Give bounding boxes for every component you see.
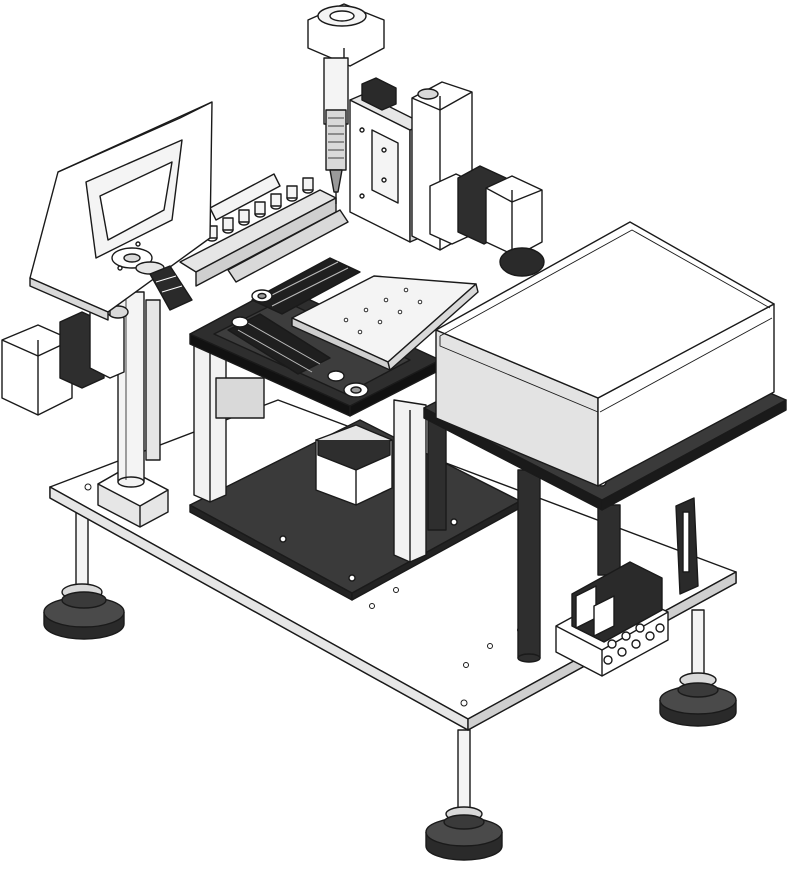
z-axis-stepper-motor bbox=[429, 165, 545, 277]
x-axis-stepper-motor bbox=[1, 305, 129, 416]
syringe-pump bbox=[307, 3, 385, 204]
leveling-foot-right bbox=[659, 609, 737, 727]
display-monitor bbox=[29, 101, 213, 321]
leveling-foot-front bbox=[425, 729, 503, 861]
solenoid-valve-manifold bbox=[555, 561, 669, 677]
tube-rack bbox=[206, 177, 314, 242]
sample-plate bbox=[291, 275, 479, 371]
stage-bearing-blocks bbox=[231, 289, 369, 398]
stage-rail-left bbox=[227, 313, 331, 375]
lower-stepper-motor bbox=[315, 424, 393, 506]
shelf-support-post bbox=[427, 409, 621, 663]
linear-guide-rail bbox=[179, 173, 349, 287]
electronics-enclosure bbox=[435, 221, 775, 487]
leveling-foot-left bbox=[43, 497, 125, 640]
xy-stage-posts bbox=[193, 339, 427, 563]
stage-rail-right bbox=[251, 257, 361, 315]
z-axis-carriage bbox=[349, 77, 425, 243]
cable-clamp bbox=[149, 265, 193, 311]
valve-bracket bbox=[675, 497, 699, 595]
